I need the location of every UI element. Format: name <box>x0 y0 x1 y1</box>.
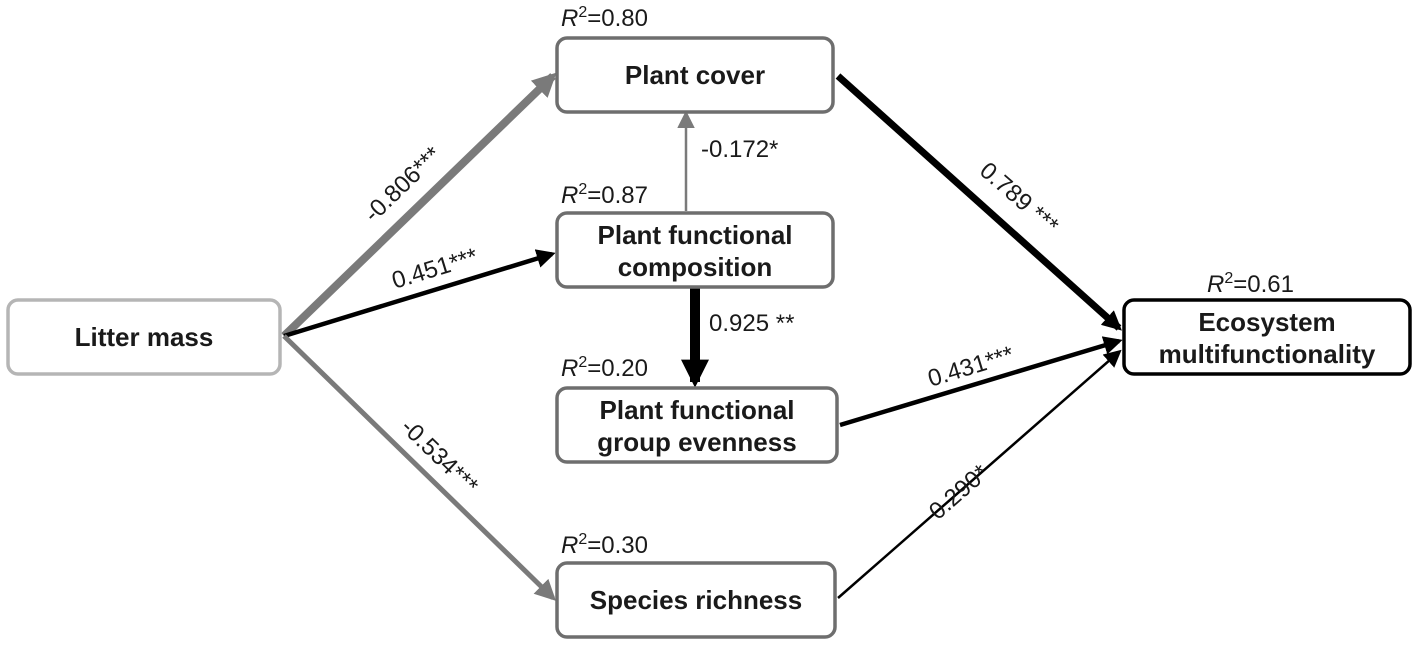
node-litter-mass: Litter mass <box>6 298 282 376</box>
coef-richness-to-emf: 0.290* <box>924 459 994 525</box>
coef-litter-to-composition: 0.451*** <box>389 243 481 295</box>
arrow-richness-to-emf <box>837 349 1122 599</box>
node-plant-cover: R2=0.80 Plant cover <box>555 4 835 114</box>
r2-ecosystem-multifunctionality: R2=0.61 <box>1207 270 1294 298</box>
r2-plant-functional-composition: R2=0.87 <box>561 181 648 209</box>
node-plant-functional-composition-label-line1: Plant functional <box>598 220 793 250</box>
arrow-litter-to-cover <box>281 72 557 339</box>
node-litter-mass-label: Litter mass <box>75 322 214 352</box>
coef-litter-to-cover: -0.806*** <box>359 142 447 228</box>
node-ecosystem-multifunctionality-box <box>1122 298 1412 376</box>
arrow-cover-to-emf <box>835 73 1122 331</box>
node-plant-functional-group-evenness: R2=0.20 Plant functional group evenness <box>555 354 839 464</box>
coef-composition-to-cover: -0.172* <box>701 136 778 163</box>
node-plant-functional-composition-box <box>555 211 835 289</box>
node-plant-functional-group-evenness-box <box>555 386 839 464</box>
r2-plant-cover: R2=0.80 <box>561 4 648 32</box>
node-plant-functional-composition-label-line2: composition <box>618 252 773 282</box>
path-coefficients: -0.806*** 0.451*** -0.534*** -0.172* 0.9… <box>359 136 1064 525</box>
node-plant-cover-label: Plant cover <box>625 60 765 90</box>
path-arrows <box>281 72 1123 601</box>
node-ecosystem-multifunctionality: R2=0.61 Ecosystem multifunctionality <box>1122 270 1412 376</box>
coef-cover-to-emf: 0.789 *** <box>974 157 1063 240</box>
node-species-richness: R2=0.30 Species richness <box>555 531 837 639</box>
node-plant-functional-composition: R2=0.87 Plant functional composition <box>555 181 835 289</box>
node-plant-functional-group-evenness-label-line2: group evenness <box>597 427 796 457</box>
node-ecosystem-multifunctionality-label-line1: Ecosystem <box>1198 307 1335 337</box>
arrow-litter-to-composition <box>283 249 556 339</box>
node-litter-mass-box <box>6 298 282 376</box>
arrow-evenness-to-emf <box>839 336 1123 428</box>
coef-composition-to-evenness: 0.925 ** <box>709 310 794 337</box>
node-species-richness-box <box>555 561 837 639</box>
node-plant-functional-group-evenness-label-line1: Plant functional <box>600 395 795 425</box>
arrow-litter-to-richness <box>282 334 557 601</box>
r2-plant-functional-group-evenness: R2=0.20 <box>561 354 648 382</box>
node-ecosystem-multifunctionality-label-line2: multifunctionality <box>1159 339 1376 369</box>
r2-species-richness: R2=0.30 <box>561 531 648 559</box>
node-species-richness-label: Species richness <box>590 585 802 615</box>
node-plant-cover-box <box>555 36 835 114</box>
